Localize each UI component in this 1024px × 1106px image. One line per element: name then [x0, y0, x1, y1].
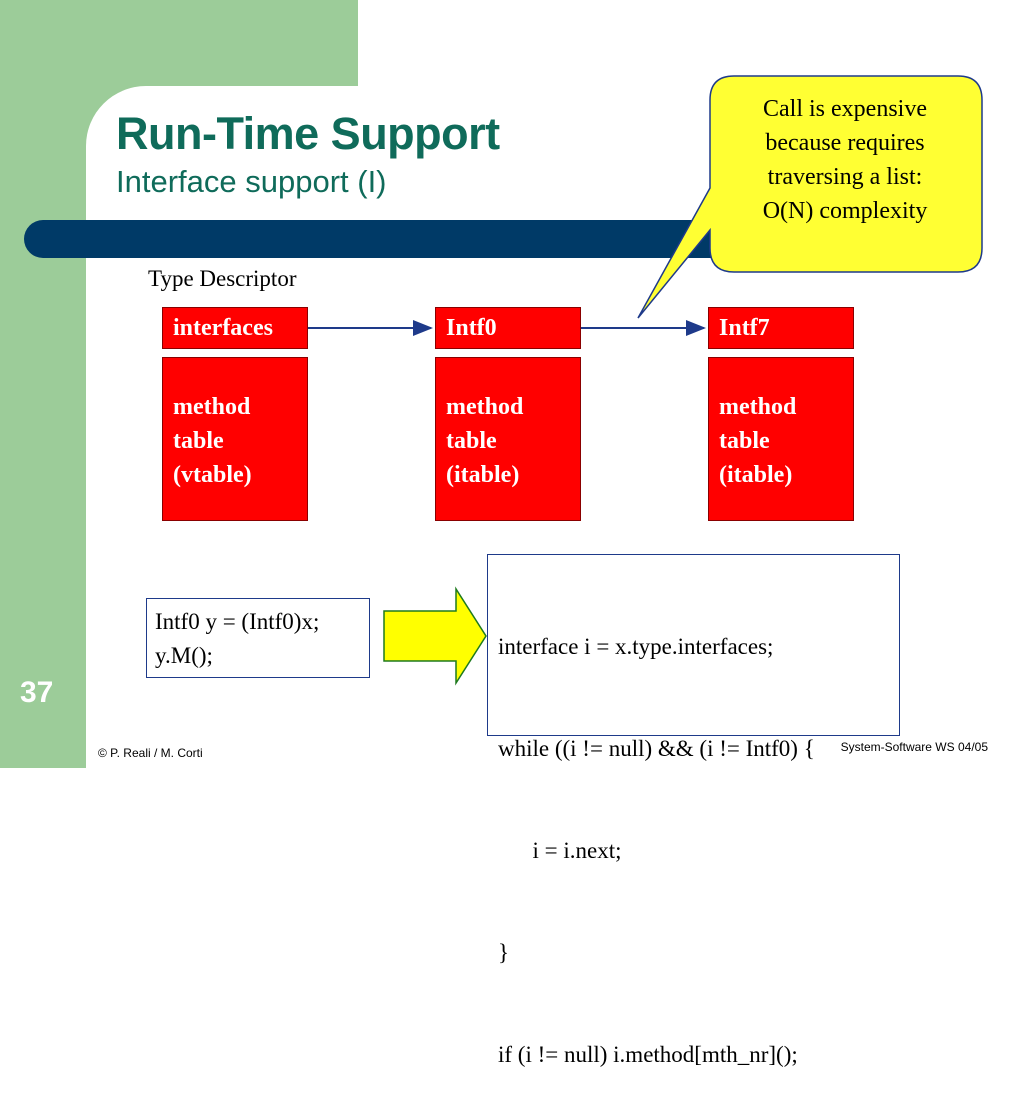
intf7-itable-line-2: table	[719, 428, 770, 454]
interfaces-field: interfaces	[162, 307, 308, 349]
source-line-1: Intf0 y = (Intf0)x;	[155, 609, 320, 634]
vtable-line-1: method	[173, 394, 251, 420]
callout-line-1: Call is expensive	[763, 96, 927, 122]
title-divider-bar	[24, 220, 784, 258]
vtable-line-3: (vtable)	[173, 462, 252, 488]
callout-text: Call is expensive because requires trave…	[712, 92, 978, 228]
code-line-3: i = i.next;	[498, 838, 622, 863]
code-line-5: if (i != null) i.method[mth_nr]();	[498, 1042, 798, 1067]
slide-title: Run-Time Support	[116, 108, 500, 159]
intf0-itable-line-2: table	[446, 428, 497, 454]
callout-line-3: traversing a list:	[767, 164, 923, 190]
intf7-itable-line-3: (itable)	[719, 462, 793, 488]
code-line-4: }	[498, 940, 510, 965]
callout-line-2: because requires	[765, 130, 925, 156]
source-code-box: Intf0 y = (Intf0)x; y.M();	[146, 598, 370, 678]
intf7-itable-line-1: method	[719, 394, 797, 420]
intf7-itable-box: method table (itable)	[708, 357, 854, 521]
type-descriptor-label: Type Descriptor	[148, 266, 297, 291]
compiled-code-box: interface i = x.type.interfaces; while (…	[487, 554, 900, 1067]
intf0-itable-line-1: method	[446, 394, 524, 420]
footer-course: System-Software WS 04/05	[840, 740, 988, 754]
intf7-field: Intf7	[708, 307, 854, 349]
intf0-itable-box: method table (itable)	[435, 357, 581, 521]
intf0-itable-line-3: (itable)	[446, 462, 520, 488]
vtable-box: method table (vtable)	[162, 357, 308, 521]
source-line-2: y.M();	[155, 643, 213, 668]
vtable-line-2: table	[173, 428, 224, 454]
intf0-field: Intf0	[435, 307, 581, 349]
code-line-1: interface i = x.type.interfaces;	[498, 634, 774, 659]
page-number: 37	[20, 676, 54, 709]
callout-line-4: O(N) complexity	[762, 198, 928, 224]
slide-subtitle: Interface support (I)	[116, 164, 387, 199]
code-line-2: while ((i != null) && (i != Intf0) {	[498, 736, 815, 761]
footer-authors: © P. Reali / M. Corti	[98, 746, 203, 760]
